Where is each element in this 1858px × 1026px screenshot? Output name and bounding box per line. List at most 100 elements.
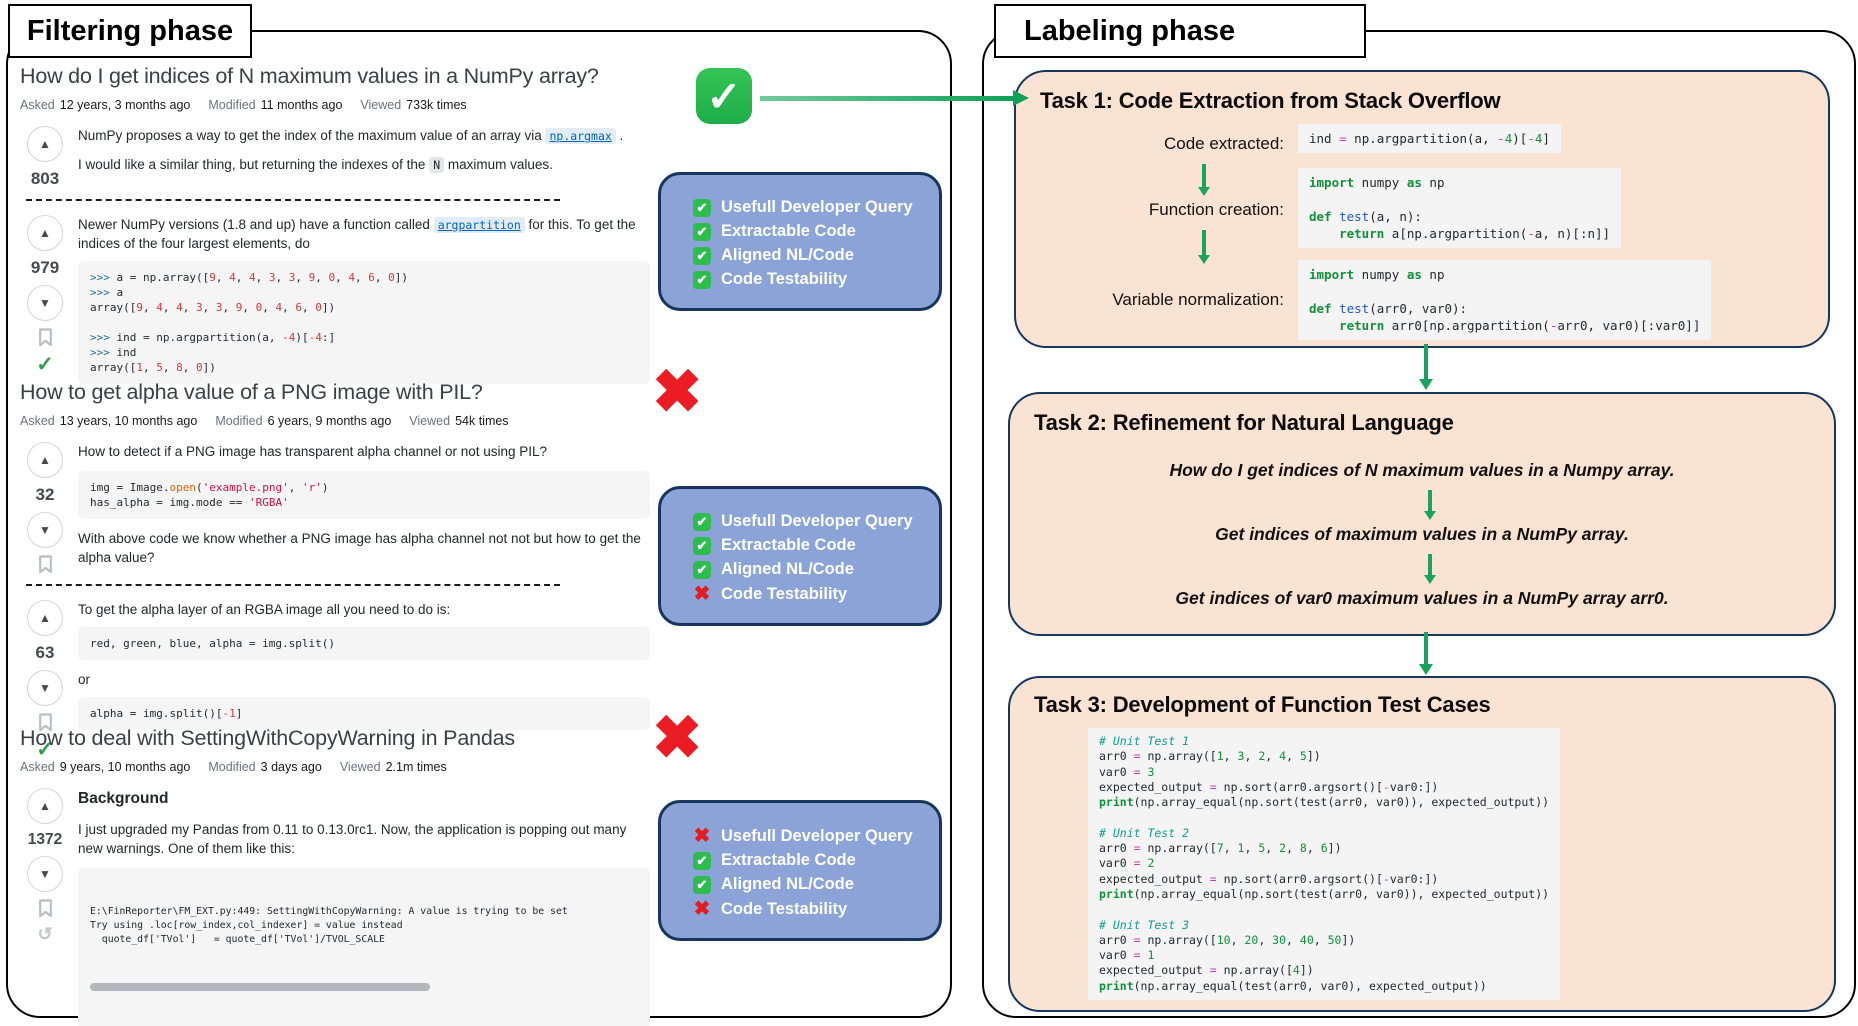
code-line xyxy=(90,315,638,330)
code-token: a[np.argpartition( xyxy=(1384,226,1528,241)
code-token: 0 xyxy=(388,271,395,285)
code-token: expected_output xyxy=(1099,871,1210,886)
downvote-button[interactable]: ▼ xyxy=(27,512,63,548)
criteria-label: Aligned NL/Code xyxy=(721,875,854,893)
downvote-button[interactable]: ▼ xyxy=(27,856,63,892)
question-3-title[interactable]: How to deal with SettingWithCopyWarning … xyxy=(20,726,515,750)
down-arrow-icon xyxy=(1198,230,1209,264)
history-icon[interactable]: ↺ xyxy=(37,924,53,944)
code-token: , xyxy=(1286,841,1300,856)
code-token: # Unit Test 2 xyxy=(1099,825,1190,840)
post-body: Background I just upgraded my Pandas fro… xyxy=(70,786,650,1026)
upvote-button[interactable]: ▲ xyxy=(27,442,63,478)
code-token: , xyxy=(1223,841,1238,856)
code-token: 0 xyxy=(328,271,336,285)
bookmark-icon[interactable] xyxy=(38,713,53,732)
code-token: 3 xyxy=(288,271,296,285)
code-line xyxy=(1309,191,1610,208)
code-token: alpha = img.split()[ xyxy=(90,707,223,721)
code-token: 2 xyxy=(1279,841,1287,856)
code-token: arr0 xyxy=(1099,841,1134,856)
code-token: # Unit Test 1 xyxy=(1099,734,1190,748)
code-token: 4 xyxy=(1534,131,1543,146)
code-token: 9 xyxy=(308,271,316,285)
code-block: E:\FinReporter\FM_EXT.py:449: SettingWit… xyxy=(78,868,650,1026)
rejected-question-cross-icon: ✖ xyxy=(652,358,703,425)
paragraph: To get the alpha layer of an RGBA image … xyxy=(78,602,451,617)
code-link[interactable]: argpartition xyxy=(433,217,525,233)
criteria-label: Usefull Developer Query xyxy=(721,198,913,216)
code-token: , xyxy=(288,481,302,495)
bookmark-icon[interactable] xyxy=(38,899,53,918)
code-token: 20 xyxy=(1244,932,1259,947)
question-1-title[interactable]: How do I get indices of N maximum values… xyxy=(20,64,599,88)
code-line: expected_output = np.array([4]) xyxy=(1099,963,1549,978)
filtering-phase-title: Filtering phase xyxy=(8,4,252,58)
code-token: return xyxy=(1339,318,1385,333)
accepted-check-icon: ✓ xyxy=(36,738,54,761)
code-token: - xyxy=(1382,779,1390,794)
code-line xyxy=(1309,283,1700,300)
code-token: np xyxy=(1421,267,1445,282)
accept-flow-arrow xyxy=(760,89,1029,106)
check-icon: ✔ xyxy=(693,246,711,265)
downvote-button[interactable]: ▼ xyxy=(27,285,63,321)
code-token: - xyxy=(1382,871,1390,886)
code-token: = xyxy=(1209,779,1217,794)
code-token: def xyxy=(1309,209,1340,224)
code-token: = xyxy=(1133,841,1141,856)
code-token: )[ xyxy=(295,331,309,345)
code-token: arr0 xyxy=(1099,932,1134,947)
code-token: 4 xyxy=(156,301,163,315)
code-line xyxy=(1099,810,1549,825)
question-2-answer: ▲ 63 ▼ ✓ To get the alpha layer of an RG… xyxy=(20,598,650,760)
upvote-button[interactable]: ▲ xyxy=(27,215,63,251)
upvote-button[interactable]: ▲ xyxy=(27,788,63,824)
code-token: def xyxy=(1309,301,1340,316)
code-token: - xyxy=(1497,131,1505,146)
paragraph: How to detect if a PNG image has transpa… xyxy=(78,444,548,459)
question-3-post: ▲ 1372 ▼ ↺ Background I just upgraded my… xyxy=(20,786,650,1026)
horizontal-scrollbar[interactable] xyxy=(90,983,430,992)
code-token: 4 xyxy=(1292,963,1300,978)
code-token: 1 xyxy=(1216,749,1224,764)
task2-title: Task 2: Refinement for Natural Language xyxy=(1034,410,1454,435)
code-token: print xyxy=(1099,886,1134,901)
criteria-item: ✔Usefull Developer Query xyxy=(693,512,939,531)
code-token: 7 xyxy=(1216,841,1224,856)
bookmark-icon[interactable] xyxy=(38,328,53,347)
check-icon: ✔ xyxy=(693,512,711,531)
vote-count: 1372 xyxy=(27,831,63,848)
code-link[interactable]: np.argmax xyxy=(545,128,616,144)
post-body: To get the alpha layer of an RGBA image … xyxy=(70,598,650,760)
code-token: , xyxy=(1244,749,1259,764)
code-token: 3 xyxy=(268,271,276,285)
code-token: ] xyxy=(1542,131,1550,146)
code-token: , xyxy=(295,271,309,285)
code-token: , xyxy=(275,271,289,285)
code-token: 3 xyxy=(195,301,203,315)
upvote-button[interactable]: ▲ xyxy=(27,600,63,636)
down-arrow-icon xyxy=(1424,554,1435,584)
code-token: , xyxy=(242,301,256,315)
code-token: 1 xyxy=(1237,841,1245,856)
code-token: , xyxy=(1313,932,1328,947)
down-caret-icon: ▼ xyxy=(39,867,51,881)
code-token: 0 xyxy=(315,301,322,315)
extracted-code-block: ind = np.argpartition(a, -4)[-4] xyxy=(1298,124,1561,153)
code-token: ]) xyxy=(394,271,408,285)
code-line: print(np.array_equal(np.sort(test(arr0, … xyxy=(1099,887,1549,902)
code-token: 'RGBA' xyxy=(248,496,289,510)
down-caret-icon: ▼ xyxy=(39,681,51,695)
code-token: (arr0, var0): xyxy=(1369,301,1468,316)
bookmark-icon[interactable] xyxy=(38,555,53,574)
question-2-title[interactable]: How to get alpha value of a PNG image wi… xyxy=(20,380,483,404)
upvote-button[interactable]: ▲ xyxy=(27,126,63,162)
code-token: ind xyxy=(1309,131,1340,146)
downvote-button[interactable]: ▼ xyxy=(27,670,63,706)
code-block: alpha = img.split()[-1] xyxy=(78,697,650,731)
post-body: How to detect if a PNG image has transpa… xyxy=(70,440,650,574)
criteria-item: ✔Extractable Code xyxy=(693,851,939,870)
